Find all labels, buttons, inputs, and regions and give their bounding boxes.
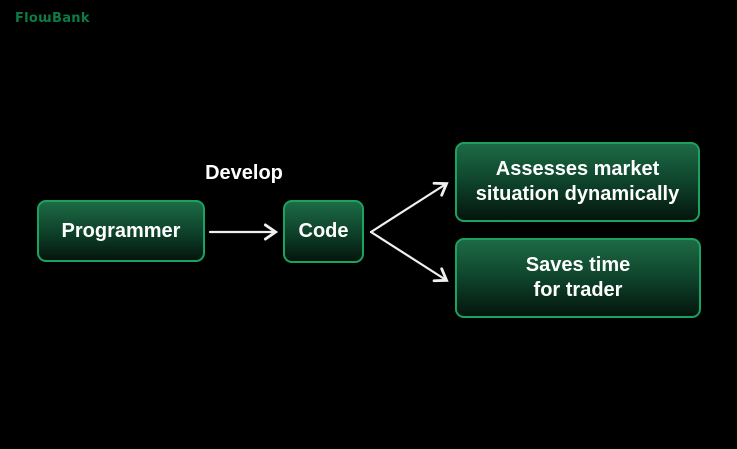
node-code: Code — [283, 200, 364, 263]
edge-label-develop: Develop — [205, 162, 283, 184]
node-label-line1: Assesses market — [495, 158, 660, 180]
node-assesses-market: Assesses market situation dynamically — [455, 142, 700, 222]
node-label: Programmer — [61, 219, 181, 242]
node-label-line1: Saves time — [525, 254, 631, 276]
edge-code-saves — [369, 230, 449, 283]
node-saves-time: Saves time for trader — [455, 238, 701, 318]
edge-code-assesses — [369, 181, 449, 234]
flowbank-logo: FloɯBank — [15, 11, 90, 26]
node-label: Code — [298, 220, 349, 242]
node-label-line2: for trader — [533, 279, 623, 301]
node-programmer: Programmer — [37, 200, 205, 262]
node-label-line2: situation dynamically — [475, 183, 680, 205]
